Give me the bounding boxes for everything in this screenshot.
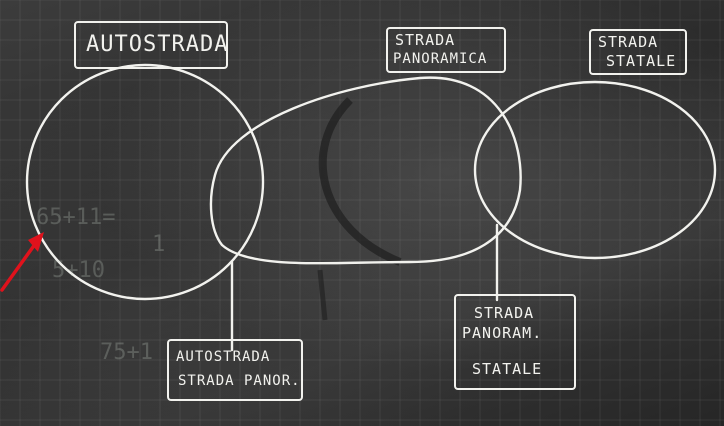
- autostrada-label: AUTOSTRADA: [86, 34, 228, 56]
- smudge-mark: [320, 270, 325, 320]
- strada-statale-label-line1: STRADA: [598, 35, 658, 50]
- faint-writing: 1: [152, 232, 165, 257]
- intersection-right-label-line2: PANORAM.: [462, 326, 542, 341]
- strada-statale-circle: [475, 82, 715, 258]
- intersection-right-label-line1: STRADA: [474, 306, 534, 321]
- faint-writing: 5+10: [52, 258, 105, 283]
- faint-writing: 75+1: [100, 340, 153, 365]
- intersection-left-label-line1: AUTOSTRADA: [176, 350, 270, 364]
- strada-statale-label-line2: STATALE: [606, 54, 676, 69]
- strada-panoramica-label-line1: STRADA: [395, 33, 455, 48]
- intersection-left-label-line2: STRADA PANOR.: [178, 374, 301, 388]
- intersection-right-label-line3: STATALE: [472, 362, 542, 377]
- strada-panoramica-label-line2: PANORAMICA: [393, 52, 487, 66]
- faint-writing: 65+11=: [36, 205, 115, 230]
- smudge-mark: [323, 100, 400, 262]
